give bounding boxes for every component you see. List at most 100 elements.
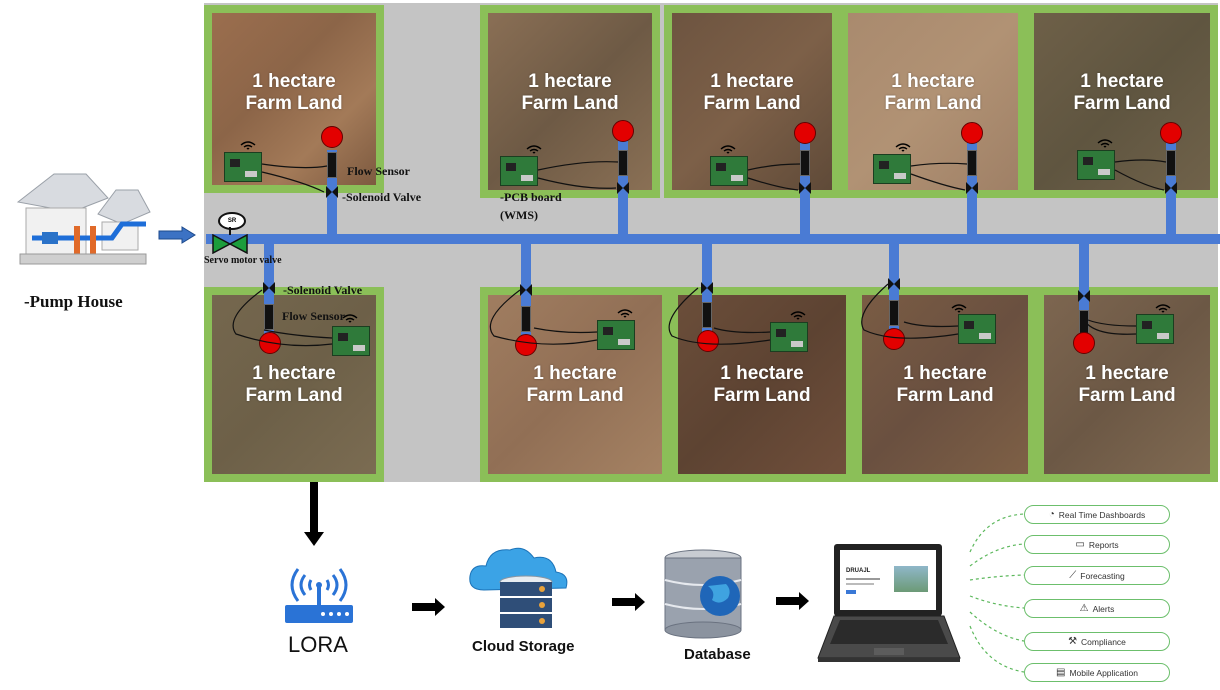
flow-sensor-cap [515,334,537,356]
screen-text-line [846,578,880,580]
wifi-icon [720,145,736,154]
field-label: 1 hectare Farm Land [245,71,343,114]
flow-sensor-cap [1073,332,1095,354]
pcb-board [224,152,262,182]
flow-sensor-cap [321,126,343,148]
field-label: 1 hectare Farm Land [526,363,624,406]
feature-mobile-application: ▤ Mobile Application [1024,663,1170,682]
solenoid-valve-icon [617,182,629,194]
solenoid-valve-icon [520,284,532,296]
wms-label: (WMS) [500,208,538,222]
screen-title: DRUAJL [846,568,871,574]
lora-router-icon [285,568,353,623]
flow-sensor [1166,150,1176,176]
servo-motor-valve: SR [208,212,250,254]
flow-arrow [612,593,645,611]
flow-sensor-label: Flow Sensor [282,309,345,323]
field-label: 1 hectare Farm Land [1073,71,1171,114]
clipboard-icon: ▭ [1075,538,1085,550]
pcb-board [873,154,911,184]
feature-label: Real Time Dashboards [1058,509,1146,520]
solenoid-valve-label: -Solenoid Valve [283,283,363,297]
solenoid-valve-icon [966,182,978,194]
database-icon [664,549,742,639]
flow-sensor [702,302,712,328]
servo-actuator: SR [218,212,246,230]
feature-label: Forecasting [1080,570,1125,581]
wifi-icon [526,145,542,154]
feature-label: Alerts [1092,603,1115,614]
screen-button [846,590,856,594]
pcb-board [710,156,748,186]
wifi-icon [617,309,633,318]
solenoid-valve-icon [799,182,811,194]
flow-sensor-cap [794,122,816,144]
sensor-wires [232,159,1167,347]
flow-sensor [618,150,628,176]
feature-alerts: ⚠ Alerts [1024,599,1170,618]
field-label: 1 hectare Farm Land [896,363,994,406]
branch-pipe [702,242,712,338]
field-label: 1 hectare Farm Land [1078,363,1176,406]
screen-image [894,566,928,592]
down-arrow-shaft [310,482,318,534]
servo-stem [229,227,231,235]
feature-label: Mobile Application [1069,667,1138,678]
laptop: DRUAJL [834,544,942,616]
screen-text-line [846,583,874,585]
cloud-storage-icon [469,547,568,628]
pcb-board [500,156,538,186]
field-label: 1 hectare Farm Land [245,363,343,406]
pcb-board [1136,314,1174,344]
branch-pipe [264,242,274,338]
feature-label: Reports [1088,539,1119,550]
gauge-icon: ◔ [1048,508,1055,520]
pcb-board [1077,150,1115,180]
flow-sensor-cap [612,120,634,142]
flow-sensor [521,306,531,332]
pcb-board [597,320,635,350]
mobile-app-icon: ▤ [1056,666,1066,678]
down-arrow-head [304,532,324,546]
laptop-keyboard-icon [817,615,961,662]
flow-sensor [327,152,337,178]
flow-sensor-label: Flow Sensor [347,164,410,178]
cloud-storage-label: Cloud Storage [472,638,575,655]
wifi-icon [951,304,967,313]
flow-sensor-cap [961,122,983,144]
trend-chart-icon: ⟋ [1069,569,1077,581]
pcb-board [332,326,370,356]
wifi-icon [240,141,256,150]
pump-house-label: -Pump House [24,292,123,311]
flow-arrow [412,598,445,616]
branch-pipe [889,242,899,338]
flow-sensor-cap [883,328,905,350]
solenoid-valve-icon [263,282,275,294]
flow-sensor [889,300,899,326]
feature-reports: ▭ Reports [1024,535,1170,554]
gavel-icon: ⚒ [1068,635,1078,647]
farm-field-5: 1 hectare Farm Land [1026,5,1218,198]
farm-field-6: 1 hectare Farm Land [204,287,384,482]
feature-real-time-dashboards: ◔ Real Time Dashboards [1024,505,1170,524]
solenoid-valve-icon [1165,182,1177,194]
wifi-icon [1155,304,1171,313]
flow-arrow-icon [158,226,196,244]
laptop-screen: DRUAJL [840,550,936,610]
flow-sensor-cap [1160,122,1182,144]
flow-arrow [776,592,809,610]
warning-icon: ⚠ [1079,602,1089,614]
pcb-board-label: -PCB board [500,190,562,204]
feature-connectors [969,513,1025,673]
flow-sensor [800,150,810,176]
feature-compliance: ⚒ Compliance [1024,632,1170,651]
servo-valve-body-icon [212,234,248,254]
solenoid-valve-icon [888,278,900,290]
wifi-icon [1097,139,1113,148]
farm-field-4: 1 hectare Farm Land [840,5,1026,198]
solenoid-valve-icon [326,186,338,198]
farm-field-10: 1 hectare Farm Land [1036,287,1218,482]
lora-label: LORA [288,632,348,657]
branch-pipe [1079,242,1089,338]
branch-pipe [327,150,337,236]
